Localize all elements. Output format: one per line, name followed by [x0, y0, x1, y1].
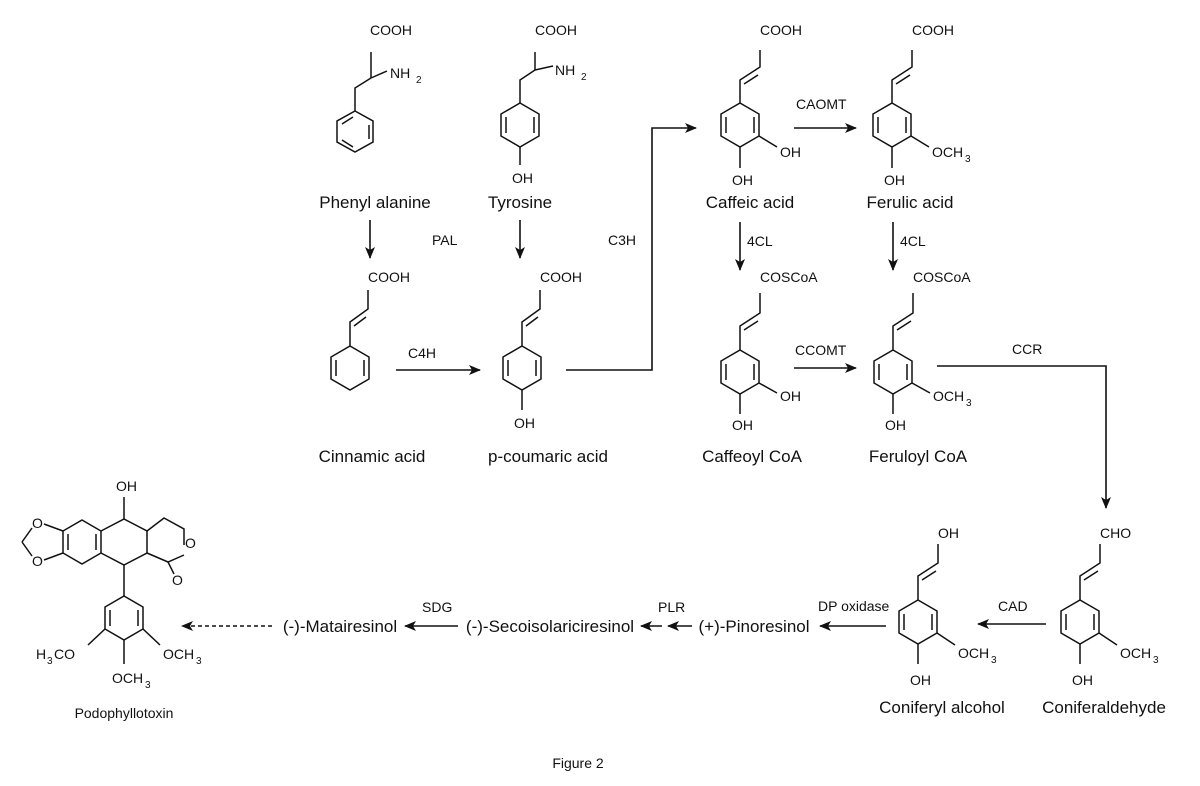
podo-och3-bottom-subscript: 3 [145, 680, 151, 691]
phe-nh2-label: NH [390, 65, 410, 81]
coniferyl-alcohol-label: Coniferyl alcohol [879, 698, 1005, 717]
feruloylcoa-och3-subscript: 3 [966, 398, 972, 409]
caffeic-acid-label: Caffeic acid [706, 193, 795, 212]
feruloylcoa-oh-label: OH [885, 417, 906, 433]
caffeic-cooh-label: COOH [760, 22, 802, 38]
caffeoylcoa-oh4-label: OH [732, 417, 753, 433]
phenylalanine-label: Phenyl alanine [319, 193, 431, 212]
cinnamic-cooh-label: COOH [368, 269, 410, 285]
caffeoyl-coa-structure: COSCoA OH OH [720, 269, 818, 433]
coniferaldehyde-och3-label: OCH [1120, 645, 1151, 661]
phe-cooh-label: COOH [370, 22, 412, 38]
podo-o1-label: O [32, 515, 43, 531]
caffeic-oh4-label: OH [732, 172, 753, 188]
coniferaldehyde-cho-label: CHO [1100, 525, 1131, 541]
coniferylalcohol-oh-top-label: OH [938, 525, 959, 541]
cinnamic-acid-label: Cinnamic acid [319, 447, 426, 466]
feruloylcoa-och3-label: OCH [933, 388, 964, 404]
podo-oh-label: OH [116, 478, 137, 494]
coniferylalcohol-och3-label: OCH [958, 645, 989, 661]
podo-och3-right-label: OCH [163, 646, 194, 662]
podo-h3co-subscript: 3 [47, 656, 53, 667]
tyr-nh2-subscript: 2 [581, 72, 587, 83]
tyr-cooh-label: COOH [535, 22, 577, 38]
coniferaldehyde-och3-subscript: 3 [1153, 655, 1159, 666]
caffeoyl-coa-label: Caffeoyl CoA [702, 447, 803, 466]
matairesinol-label: (-)-Matairesinol [283, 617, 397, 636]
caffeic-acid-structure: COOH OH OH [720, 22, 802, 188]
tyr-oh-label: OH [512, 170, 533, 186]
cinnamic-acid-structure: COOH [330, 269, 410, 391]
pcoumaric-oh-label: OH [514, 415, 535, 431]
coniferaldehyde-oh-label: OH [1072, 672, 1093, 688]
feruloyl-coa-structure: COSCoA OCH 3 OH [873, 269, 972, 433]
enzyme-ccomt-label: CCOMT [795, 342, 847, 358]
podo-och3-bottom-label: OCH [112, 670, 143, 686]
podo-och3-right-subscript: 3 [196, 656, 202, 667]
ferulic-och3-subscript: 3 [965, 154, 971, 165]
coniferylalcohol-oh-label: OH [910, 672, 931, 688]
coniferaldehyde-structure: CHO OCH 3 OH [1060, 525, 1159, 688]
podo-o2-label: O [32, 553, 43, 569]
tyr-nh2-label: NH [555, 62, 575, 78]
caffeic-oh3-label: OH [780, 144, 801, 160]
feruloylcoa-coscoa-label: COSCoA [913, 269, 971, 285]
phe-nh2-subscript: 2 [416, 75, 422, 86]
feruloyl-coa-label: Feruloyl CoA [869, 447, 968, 466]
p-coumaric-acid-label: p-coumaric acid [488, 447, 608, 466]
coniferyl-alcohol-structure: OH OCH 3 OH [898, 525, 997, 688]
ferulic-acid-label: Ferulic acid [867, 193, 954, 212]
coniferylalcohol-och3-subscript: 3 [991, 655, 997, 666]
podophyllotoxin-structure: O O OH O O OCH 3 H 3 CO OCH 3 [21, 478, 202, 691]
pinoresinol-label: (+)-Pinoresinol [698, 617, 809, 636]
enzyme-sdg-label: SDG [422, 599, 452, 615]
caffeoylcoa-coscoa-label: COSCoA [760, 269, 818, 285]
arrow-pcoumaric-to-caffeic [566, 123, 697, 371]
ferulic-acid-structure: COOH OCH 3 OH [872, 22, 971, 188]
ferulic-oh-label: OH [884, 172, 905, 188]
podophyllotoxin-label: Podophyllotoxin [75, 705, 174, 721]
enzyme-ccr-label: CCR [1012, 341, 1042, 357]
podo-ring-o-label: O [185, 535, 196, 551]
figure-caption: Figure 2 [552, 755, 604, 771]
p-coumaric-acid-structure: COOH OH [502, 269, 582, 431]
enzyme-cad-label: CAD [998, 598, 1028, 614]
enzyme-4cl-b-label: 4CL [900, 233, 926, 249]
enzyme-caomt-label: CAOMT [796, 96, 847, 112]
ferulic-cooh-label: COOH [912, 22, 954, 38]
enzyme-c3h-label: C3H [608, 232, 636, 248]
caffeoylcoa-oh3-label: OH [780, 388, 801, 404]
enzyme-4cl-a-label: 4CL [747, 233, 773, 249]
arrow-feruloylcoa-to-coniferaldehyde [937, 365, 1111, 509]
enzyme-c4h-label: C4H [408, 345, 436, 361]
tyrosine-label: Tyrosine [488, 193, 552, 212]
enzyme-plr-label: PLR [658, 599, 685, 615]
phenylalanine-structure: COOH NH 2 [336, 22, 422, 153]
tyrosine-structure: COOH NH 2 OH [500, 22, 587, 186]
podo-carbonyl-o-label: O [172, 572, 183, 588]
podo-h3co-co-label: CO [54, 646, 75, 662]
ferulic-och3-label: OCH [932, 144, 963, 160]
coniferaldehyde-label: Coniferaldehyde [1042, 698, 1166, 717]
podo-h3co-h-label: H [36, 646, 46, 662]
pcoumaric-cooh-label: COOH [540, 269, 582, 285]
enzyme-pal-label: PAL [432, 232, 458, 248]
secoisolariciresinol-label: (-)-Secoisolariciresinol [466, 617, 634, 636]
enzyme-dp-oxidase-label: DP oxidase [818, 598, 890, 614]
